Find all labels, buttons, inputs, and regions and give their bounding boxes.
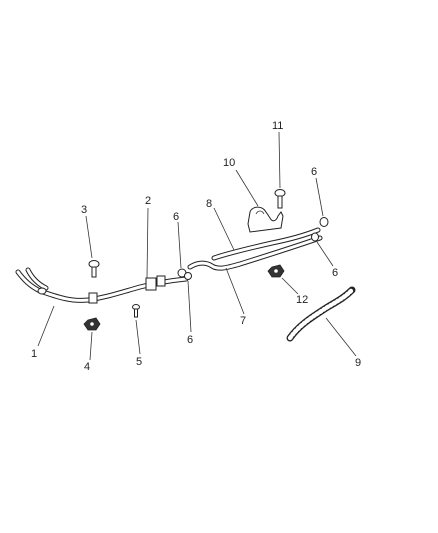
sleeve-part-6 [311, 217, 329, 242]
callout-12: 12 [296, 294, 308, 306]
nut-part-12 [267, 264, 285, 278]
bolt-part-11 [274, 189, 286, 209]
callout-2: 2 [145, 195, 151, 207]
tube-fitting [177, 268, 192, 280]
callout-1: 1 [31, 348, 37, 360]
callout-7: 7 [240, 315, 246, 327]
tube-clip [88, 275, 166, 304]
callout-11: 11 [272, 120, 283, 132]
bracket-part-10 [247, 206, 284, 233]
leader-lines [37, 131, 357, 361]
callout-10: 10 [223, 157, 235, 169]
conduit-part-9 [286, 286, 356, 342]
tube-rear-part-7-8 [187, 227, 323, 271]
callout-labels: 1 2 3 4 5 6 6 6 6 7 8 9 10 11 12 [31, 120, 361, 373]
callout-6-right-upper: 6 [311, 166, 317, 178]
callout-6-left-upper: 6 [173, 211, 179, 223]
bolt-part-3 [88, 260, 100, 278]
callout-3: 3 [81, 204, 87, 216]
callout-8: 8 [206, 198, 212, 210]
callout-9: 9 [355, 357, 361, 369]
callout-6-right-lower: 6 [332, 267, 338, 279]
nut-part-4 [83, 317, 101, 331]
callout-6-left-lower: 6 [187, 334, 193, 346]
bolt-part-5 [132, 304, 140, 318]
callout-4: 4 [84, 361, 90, 373]
callout-5: 5 [136, 356, 142, 368]
